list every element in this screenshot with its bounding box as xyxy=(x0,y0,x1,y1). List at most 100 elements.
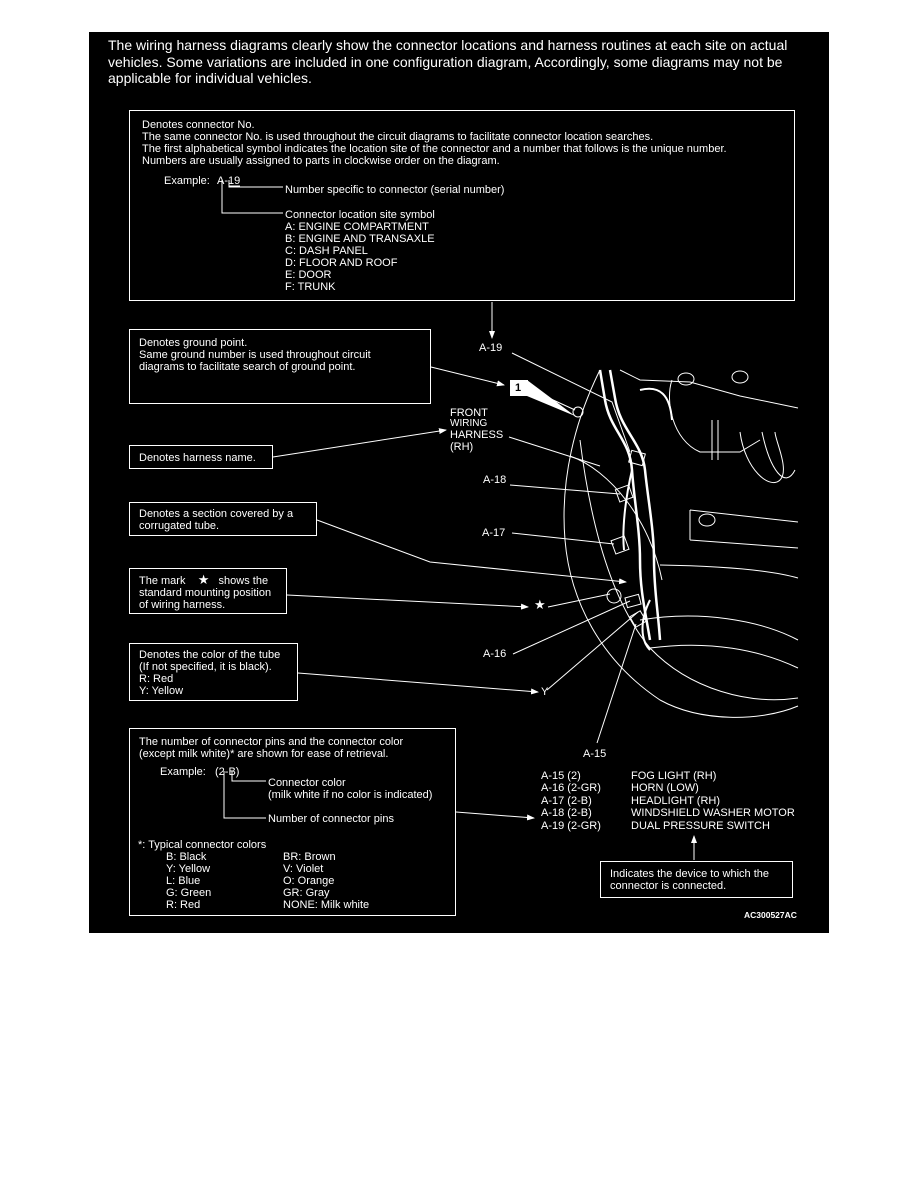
color-box-line: R: Red xyxy=(139,673,174,685)
device-box: Indicates the device to which the connec… xyxy=(600,861,793,898)
connector-code: A-19 (2-GR) xyxy=(541,820,601,832)
mark-prefix: The mark xyxy=(139,575,186,587)
mark-box-line: of wiring harness. xyxy=(139,599,226,611)
color-code-item: Y: Yellow xyxy=(166,863,211,875)
connector-label-a17: A-17 xyxy=(482,527,506,539)
site-symbol-item: E: DOOR xyxy=(285,269,332,281)
harness-box-line: Denotes harness name. xyxy=(139,452,256,464)
a17-leader xyxy=(511,532,615,545)
site-symbol-item: F: TRUNK xyxy=(285,281,336,293)
connector-box-line: Denotes connector No. xyxy=(142,119,255,131)
connector-a15 xyxy=(629,610,647,628)
ground-box-line: Denotes ground point. xyxy=(139,337,248,349)
serial-number-label: Number specific to connector (serial num… xyxy=(285,184,505,196)
pins-example-label: Example: xyxy=(160,766,206,778)
tube-y-leader xyxy=(546,611,639,691)
connector-a19 xyxy=(628,449,646,467)
mark-box-line: standard mounting position xyxy=(139,587,272,599)
typical-colors-title: *: Typical connector colors xyxy=(138,839,267,851)
pins-box-line: (except milk white)* are shown for ease … xyxy=(139,748,389,760)
color-code-item: O: Orange xyxy=(283,875,335,887)
connector-code: A-15 (2) xyxy=(541,770,581,782)
connector-box-line: Numbers are usually assigned to parts in… xyxy=(142,155,500,167)
harness-bundle xyxy=(608,369,662,641)
connector-code: A-16 (2-GR) xyxy=(541,782,601,794)
site-symbol-item: A: ENGINE COMPARTMENT xyxy=(285,221,429,233)
color-code-item: B: Black xyxy=(166,851,207,863)
connector-a16 xyxy=(624,593,642,609)
harness-name-line: HARNESS xyxy=(450,429,504,441)
harness-name-label: FRONT WIRING HARNESS (RH) xyxy=(450,407,503,453)
harness-box-arrow xyxy=(272,428,447,458)
color-code-item: V: Violet xyxy=(283,863,324,875)
hood-line xyxy=(619,369,799,409)
pins-box-arrow xyxy=(455,811,535,821)
star-icon: ★ xyxy=(534,597,546,612)
site-symbol-item: B: ENGINE AND TRANSAXLE xyxy=(285,233,435,245)
mark-box-first-line: The mark ★ shows the xyxy=(139,572,286,587)
a16-leader xyxy=(512,600,631,655)
color-code-item: R: Red xyxy=(166,899,201,911)
mark-box-arrow xyxy=(286,594,529,610)
fender-outline xyxy=(563,369,799,718)
pin-count-label: Number of connector pins xyxy=(268,813,394,825)
star-icon: ★ xyxy=(197,572,210,587)
a19-leader xyxy=(511,352,631,453)
tube-box-line: corrugated tube. xyxy=(139,520,220,532)
connector-a17 xyxy=(610,535,630,555)
connector-number-box: Denotes connector No. The same connector… xyxy=(129,110,795,301)
strut-tower xyxy=(669,379,761,453)
connector-code: A-18 (2-B) xyxy=(541,807,592,819)
connector-device: WINDSHIELD WASHER MOTOR xyxy=(631,807,795,819)
connector-device: HEADLIGHT (RH) xyxy=(631,795,721,807)
body-edge xyxy=(659,564,799,579)
corrugated-tube-box: Denotes a section covered by a corrugate… xyxy=(129,502,317,536)
site-symbol-item: D: FLOOR AND ROOF xyxy=(285,257,398,269)
connector-label-a15: A-15 xyxy=(583,748,607,760)
device-box-line: connector is connected. xyxy=(610,880,727,892)
ground-number-label: 1 xyxy=(515,382,522,394)
connector-color-note: (milk white if no color is indicated) xyxy=(268,789,433,801)
figure-id: AC300527AC xyxy=(744,910,797,920)
device-box-line: Indicates the device to which the xyxy=(610,868,769,880)
harness-branch xyxy=(622,469,633,551)
connector-color-bracket xyxy=(231,771,266,782)
pins-example-code: (2-B) xyxy=(215,766,240,778)
fender-inner xyxy=(579,439,799,701)
connector-label-a18: A-18 xyxy=(483,474,507,486)
site-symbol-bracket xyxy=(221,180,283,214)
harness-bundle xyxy=(598,369,652,641)
connector-a18 xyxy=(614,484,634,503)
harness-name-box: Denotes harness name. xyxy=(129,445,273,469)
serial-number-bracket xyxy=(228,180,283,188)
color-code-item: G: Green xyxy=(166,887,212,899)
tube-box-line: Denotes a section covered by a xyxy=(139,508,294,520)
mounting-clip xyxy=(606,588,622,604)
site-symbol-item: C: DASH PANEL xyxy=(285,245,368,257)
bolt-boss xyxy=(698,513,716,527)
bumper-curve-lower xyxy=(649,644,799,669)
color-box-arrow xyxy=(297,672,539,695)
fender-arc xyxy=(569,455,663,581)
color-box-line: Denotes the color of the tube xyxy=(139,649,281,661)
pin-count-bracket xyxy=(223,771,266,819)
site-symbol-label: Connector location site symbol xyxy=(285,209,435,221)
tube-color-mark: Y xyxy=(541,686,549,698)
color-box-line: (If not specified, it is black). xyxy=(139,661,272,673)
harness-branch xyxy=(639,387,673,421)
ground-box-line: Same ground number is used throughout ci… xyxy=(139,349,371,361)
connector-device: DUAL PRESSURE SWITCH xyxy=(631,820,770,832)
ground-box-arrow xyxy=(430,366,505,387)
harness-name-line: WIRING xyxy=(450,418,488,429)
harness-name-line: FRONT xyxy=(450,407,488,419)
color-box-line: Y: Yellow xyxy=(139,685,184,697)
color-code-item: BR: Brown xyxy=(283,851,336,863)
connector-label-a16: A-16 xyxy=(483,648,507,660)
harness-branch xyxy=(641,599,651,651)
bumper-curve xyxy=(639,615,799,641)
ground-number-frame xyxy=(510,380,528,396)
connector-color-label: Connector color xyxy=(268,777,346,789)
connector-device: FOG LIGHT (RH) xyxy=(631,770,717,782)
connector-pins-box: The number of connector pins and the con… xyxy=(129,728,456,916)
